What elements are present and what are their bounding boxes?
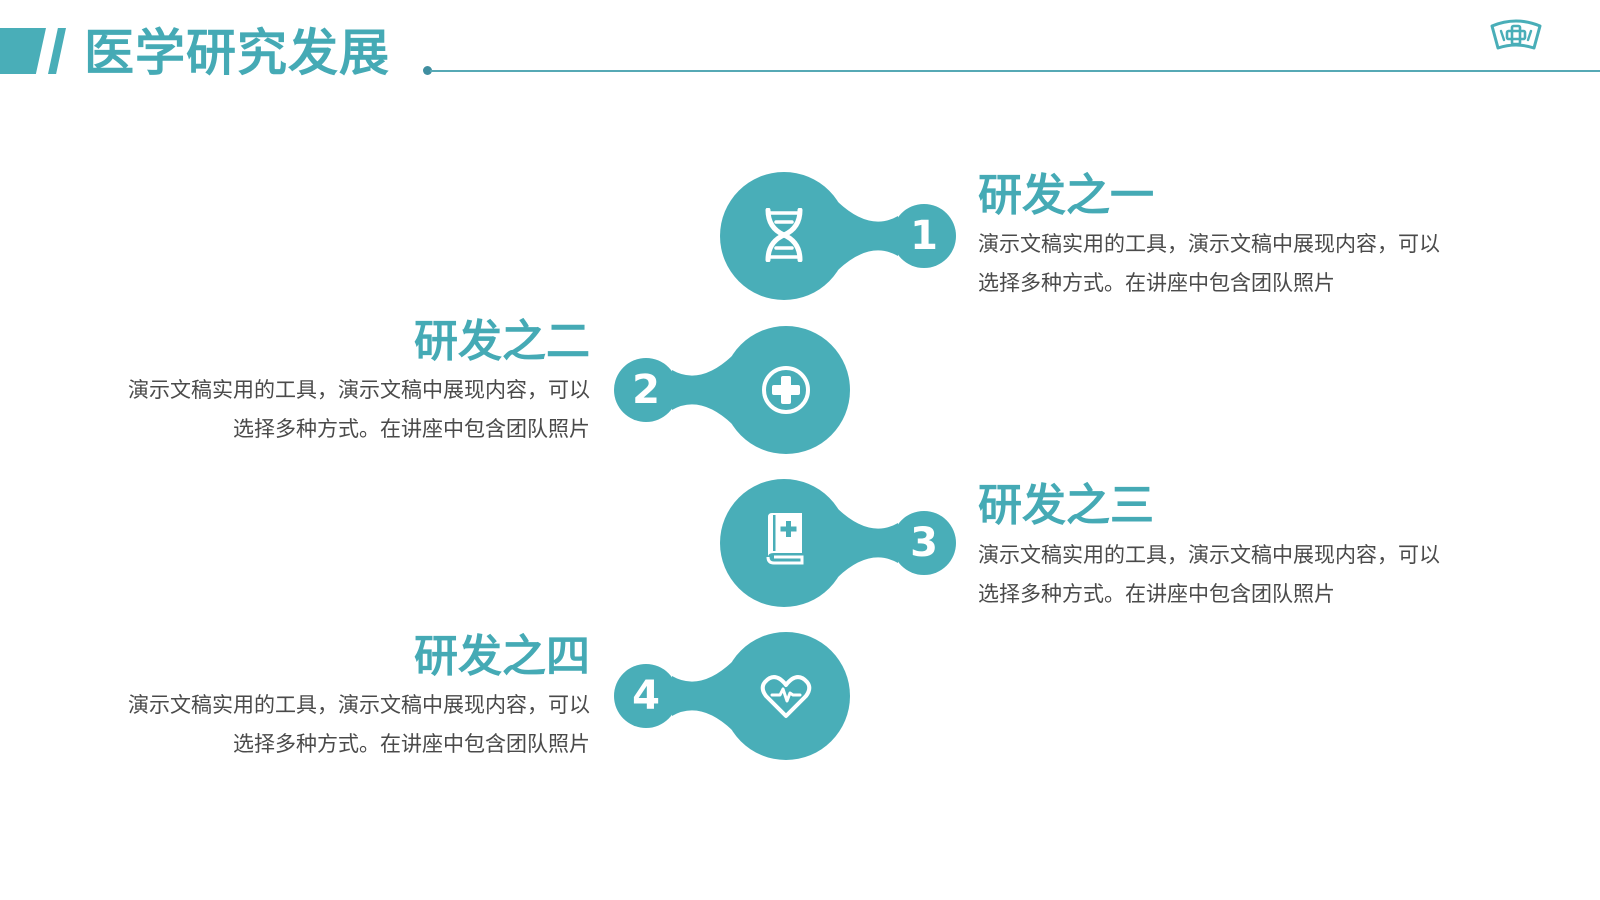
item-description: 演示文稿实用的工具，演示文稿中展现内容，可以 选择多种方式。在讲座中包含团队照片 [978, 225, 1498, 303]
plus-circle-icon [762, 366, 810, 414]
desc-line: 选择多种方式。在讲座中包含团队照片 [233, 732, 590, 756]
item-title: 研发之二 [414, 316, 590, 367]
item-description: 演示文稿实用的工具，演示文稿中展现内容，可以 选择多种方式。在讲座中包含团队照片 [70, 371, 590, 449]
header-line-dot [423, 66, 432, 75]
timeline-node-4: 4 [614, 632, 850, 760]
header-divider [430, 70, 1600, 72]
page-title: 医学研究发展 [84, 24, 390, 82]
item-title: 研发之三 [978, 480, 1154, 531]
timeline-node-1: 1 [720, 172, 956, 300]
desc-line: 演示文稿实用的工具，演示文稿中展现内容，可以 [128, 693, 590, 717]
header-accent-block [0, 28, 46, 74]
header-accent-slash [48, 28, 66, 74]
heart-pulse-icon [760, 675, 812, 718]
desc-line: 演示文稿实用的工具，演示文稿中展现内容，可以 [128, 378, 590, 402]
node-number: 3 [910, 520, 938, 566]
node-number: 2 [632, 367, 660, 413]
timeline-node-3: 3 [720, 479, 956, 607]
desc-line: 选择多种方式。在讲座中包含团队照片 [978, 271, 1335, 295]
item-title: 研发之一 [978, 170, 1154, 221]
node-number: 4 [632, 673, 660, 719]
item-description: 演示文稿实用的工具，演示文稿中展现内容，可以 选择多种方式。在讲座中包含团队照片 [978, 536, 1498, 614]
timeline-node-2: 2 [614, 326, 850, 454]
item-description: 演示文稿实用的工具，演示文稿中展现内容，可以 选择多种方式。在讲座中包含团队照片 [70, 686, 590, 764]
desc-line: 选择多种方式。在讲座中包含团队照片 [233, 417, 590, 441]
desc-line: 选择多种方式。在讲座中包含团队照片 [978, 582, 1335, 606]
desc-line: 演示文稿实用的工具，演示文稿中展现内容，可以 [978, 232, 1440, 256]
desc-line: 演示文稿实用的工具，演示文稿中展现内容，可以 [978, 543, 1440, 567]
nurse-cap-icon [1490, 19, 1542, 50]
dna-icon [765, 208, 803, 262]
medical-book-icon [766, 513, 804, 565]
node-number: 1 [910, 213, 938, 259]
item-title: 研发之四 [414, 631, 590, 682]
